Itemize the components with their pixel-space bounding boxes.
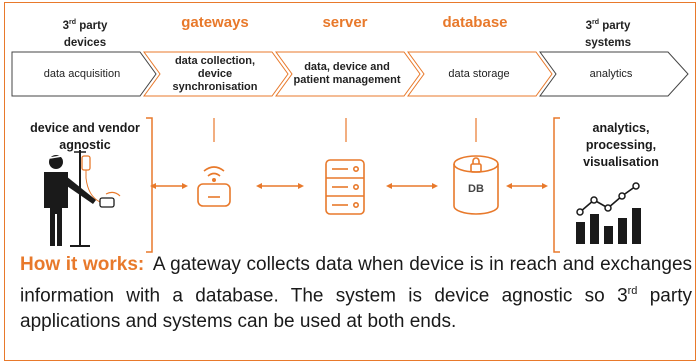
header-database: database	[442, 14, 508, 31]
flow-label-acquisition: data acquisition	[43, 67, 121, 80]
flow-label-analytics: analytics	[589, 67, 633, 80]
chevron-collection	[143, 51, 289, 97]
flow-label-collection: data collection, device synchronisation	[172, 54, 258, 93]
left-bracket	[146, 117, 153, 253]
diagram-frame	[4, 2, 696, 361]
arrows	[150, 183, 548, 189]
flow-label-storage: data storage	[448, 67, 510, 80]
header-server: server	[322, 14, 368, 31]
chevron-acquisition	[11, 51, 157, 97]
patient-iv-icon	[44, 150, 121, 247]
description-lead: How it works:	[20, 254, 145, 275]
server-icon	[325, 159, 365, 215]
description-sup: rd	[627, 285, 638, 297]
header-third-party-devices: 3rd party devices	[62, 19, 108, 49]
description-part1: A gateway collects data when device is i…	[20, 254, 693, 307]
description: How it works: A gateway collects data wh…	[20, 252, 692, 335]
left-note: device and vendor agnostic	[30, 121, 140, 152]
chevron-storage	[407, 51, 553, 97]
header-third-party-systems: 3rd party systems	[584, 19, 632, 49]
chevron-management	[275, 51, 421, 97]
right-note: analytics, processing, visualisation	[583, 121, 659, 169]
description-part2: party applications and systems can be us…	[20, 285, 692, 333]
router-icon	[197, 166, 231, 207]
database-icon	[453, 155, 499, 215]
analytics-chart-icon	[576, 182, 641, 244]
flow-label-management: data, device and patient management	[293, 61, 401, 86]
chevron-analytics	[539, 51, 689, 97]
header-gateways: gateways	[181, 14, 249, 31]
right-bracket	[553, 117, 560, 253]
db-label: DB	[468, 183, 484, 195]
